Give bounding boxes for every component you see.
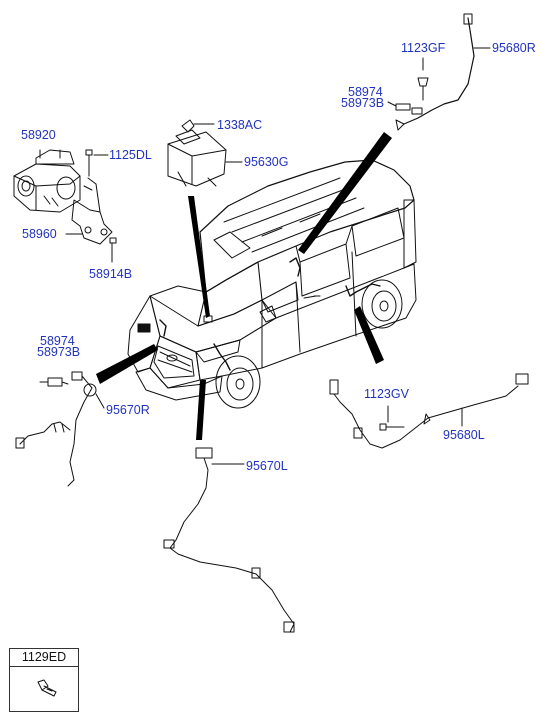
sensor-95670l — [163, 447, 295, 633]
sensor-95680r — [395, 13, 491, 131]
bolt-58914b — [109, 237, 117, 263]
label-58960: 58960 — [22, 227, 57, 241]
clip-58974-top — [387, 101, 411, 111]
legend-box: 1129ED — [9, 648, 79, 712]
label-95680r: 95680R — [492, 41, 536, 55]
label-1338ac: 1338AC — [217, 118, 263, 132]
van-illustration — [127, 159, 417, 409]
abs-bracket — [65, 177, 113, 245]
label-1125dl: 1125DL — [109, 148, 152, 162]
sensor-95680l — [329, 373, 529, 449]
label-95670r: 95670R — [106, 403, 150, 417]
label-95670l: 95670L — [246, 459, 288, 473]
label-58974-left: 58974 — [40, 334, 75, 348]
label-58914b: 58914B — [89, 267, 133, 281]
label-95680l: 95680L — [443, 428, 485, 442]
abs-hydraulic-unit — [13, 149, 81, 213]
label-1123gv: 1123GV — [364, 387, 409, 401]
bolt-1123gv — [379, 405, 405, 431]
label-58974-top: 58974 — [348, 85, 383, 99]
label-95630g: 95630G — [244, 155, 289, 169]
label-1123gf: 1123GF — [401, 41, 446, 55]
label-58920: 58920 — [21, 128, 56, 142]
leader-wedges — [96, 132, 392, 440]
legend-bolt-icon — [37, 679, 57, 697]
bolt-1125dl — [85, 149, 109, 177]
label-58973b-top: 58973B — [341, 96, 385, 110]
bolt-1123gf — [417, 57, 429, 101]
yaw-rate-sensor — [167, 119, 243, 187]
sensor-95670r — [15, 371, 105, 487]
label-58973b-left: 58973B — [37, 345, 81, 359]
legend-code: 1129ED — [10, 649, 78, 667]
